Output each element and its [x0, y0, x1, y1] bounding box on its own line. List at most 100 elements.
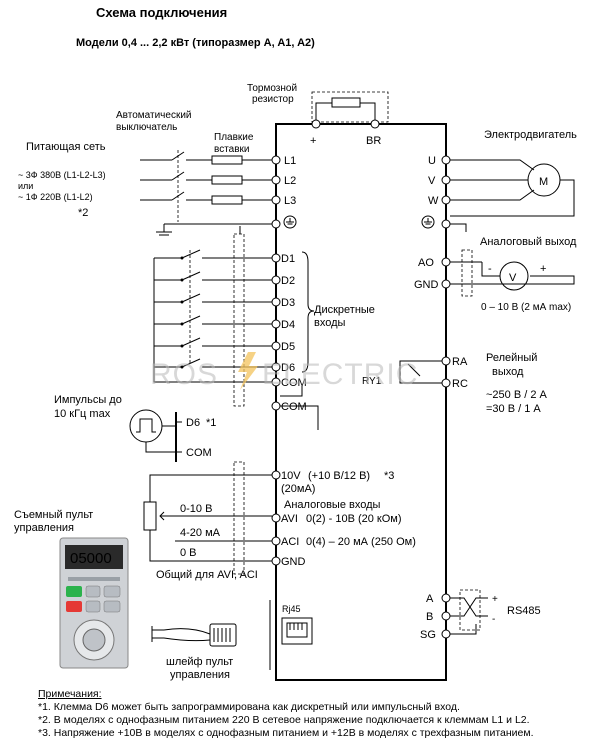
voltmeter-v: V [509, 272, 517, 284]
terminal-aci: ACI [281, 536, 299, 548]
terminal-d5: D5 [281, 341, 295, 353]
terminal-l1: L1 [284, 155, 296, 167]
cable-icon [151, 623, 237, 647]
terminal-avi: AVI [281, 513, 298, 525]
label-0v: 0 В [180, 547, 197, 559]
pulse-note: *1 [206, 417, 216, 429]
aci-description: 0(4) – 20 мА (250 Ом) [306, 536, 416, 548]
terminal-l2: L2 [284, 175, 296, 187]
fuses-label-1: Плавкие [214, 132, 254, 143]
terminal-sg: SG [420, 629, 436, 641]
pulse-com: COM [186, 447, 212, 459]
supply-note: *2 [78, 207, 88, 219]
ground-icon-right [421, 215, 435, 229]
fuse-l2 [211, 175, 243, 185]
notes-block: Примечания: *1. Клемма D6 может быть зап… [38, 688, 598, 740]
breaker-label-2: выключатель [116, 122, 177, 133]
terminal-d3: D3 [281, 297, 295, 309]
potentiometer [143, 501, 157, 531]
digital-input-wiring [153, 226, 272, 407]
note-3: *3. Напряжение +10В в моделях с однофазн… [38, 727, 534, 739]
terminal-u: U [428, 155, 436, 167]
analog-out-minus: - [488, 263, 492, 275]
lightning-icon [238, 352, 258, 390]
supply-option-2: ~ 1Ф 220В (L1-L2) [18, 192, 93, 202]
supply-option-1: ~ 3Ф 380В (L1-L2-L3) [18, 170, 106, 180]
digital-inputs-label-2: входы [314, 317, 346, 329]
supply-or: или [18, 181, 33, 191]
rs485-minus: - [492, 614, 495, 625]
relay-label-2: выход [492, 366, 524, 378]
terminal-plus [311, 119, 321, 129]
terminal-rc: RC [452, 378, 468, 390]
pulse-d6: D6 [186, 417, 200, 429]
relay-label-1: Релейный [486, 352, 537, 364]
brake-dashed-box [311, 91, 389, 123]
label-4-20ma: 4-20 мА [180, 527, 221, 539]
terminal-d2: D2 [281, 275, 295, 287]
analog-inputs-heading: Аналоговые входы [284, 499, 381, 511]
pulse-label-1: Импульсы до [54, 394, 122, 406]
power-lines [140, 150, 272, 236]
notes-title: Примечания: [38, 688, 102, 700]
note-1: *1. Клемма D6 может быть запрограммирова… [38, 701, 460, 713]
analog-out-range: 0 – 10 В (2 мА max) [481, 302, 571, 313]
motor-m: M [539, 176, 548, 188]
terminal-com-2: COM [281, 401, 307, 413]
analog-output-label: Аналоговый выход [480, 236, 577, 248]
avi-description: 0(2) - 10В (20 кОм) [306, 513, 402, 525]
brake-resistor-label-2: резистор [252, 94, 294, 105]
terminal-10v: 10V [281, 470, 301, 482]
keypad-image: 05000 [59, 537, 129, 669]
brake-plus-label: + [310, 135, 316, 147]
terminal-br [370, 119, 380, 129]
fuse-l3 [211, 195, 243, 205]
fuse-l1 [211, 155, 243, 165]
analog-ref-voltage: (+10 В/12 В) [308, 470, 370, 482]
keypad-display: 05000 [70, 550, 112, 567]
pulse-label-2: 10 кГц max [54, 408, 111, 420]
terminal-ao: AO [418, 257, 434, 269]
terminal-v: V [428, 175, 436, 187]
analog-ref-note: *3 [384, 470, 394, 482]
note-2: *2. В моделях с однофазным питанием 220 … [38, 714, 530, 726]
terminal-d1: D1 [281, 253, 295, 265]
relay-ry1: RY1 [362, 376, 382, 387]
keypad-label-1: Съемный пульт [14, 509, 93, 521]
relay-spec-1: ~250 В / 2 А [486, 389, 548, 401]
rs485-plus: + [492, 594, 498, 605]
relay-spec-2: =30 В / 1 А [486, 403, 541, 415]
digital-inputs-label-1: Дискретные [314, 304, 375, 316]
pulse-generator-icon [129, 409, 163, 443]
terminal-w: W [428, 195, 439, 207]
terminal-d4: D4 [281, 319, 295, 331]
cable-label-2: управления [170, 669, 230, 681]
breaker-label-1: Автоматический [116, 110, 192, 121]
fuses-label-2: вставки [214, 144, 250, 155]
terminal-b: B [426, 611, 433, 623]
terminal-ra: RA [452, 356, 468, 368]
digital-inputs-brace [301, 251, 315, 373]
diagram-subtitle: Модели 0,4 ... 2,2 кВт (типоразмер A, A1… [76, 37, 315, 49]
watermark-right: ELECTRIC [262, 358, 418, 391]
diagram-title: Схема подключения [96, 5, 227, 20]
analog-out-plus: + [540, 263, 546, 275]
analog-common-label: Общий для AVI, ACI [156, 569, 258, 581]
brake-resistor-label-1: Тормозной [247, 83, 297, 94]
terminal-gnd: GND [281, 556, 306, 568]
supply-title: Питающая сеть [26, 141, 106, 153]
label-0-10v: 0-10 В [180, 503, 212, 515]
watermark-left: ROS [150, 358, 218, 391]
watermark: ROS ELECTRIC [150, 352, 418, 391]
ground-icon-left [283, 215, 297, 229]
rj45-label: Rj45 [282, 604, 301, 614]
keypad-label-2: управления [14, 522, 74, 534]
rs485-label: RS485 [507, 605, 541, 617]
terminal-d6: D6 [281, 362, 295, 374]
motor-label: Электродвигатель [484, 129, 577, 141]
terminal-gnd-ao: GND [414, 279, 439, 291]
terminal-com-1: COM [281, 377, 307, 389]
brake-br-label: BR [366, 135, 381, 147]
analog-ref-ma: (20мА) [281, 483, 315, 495]
